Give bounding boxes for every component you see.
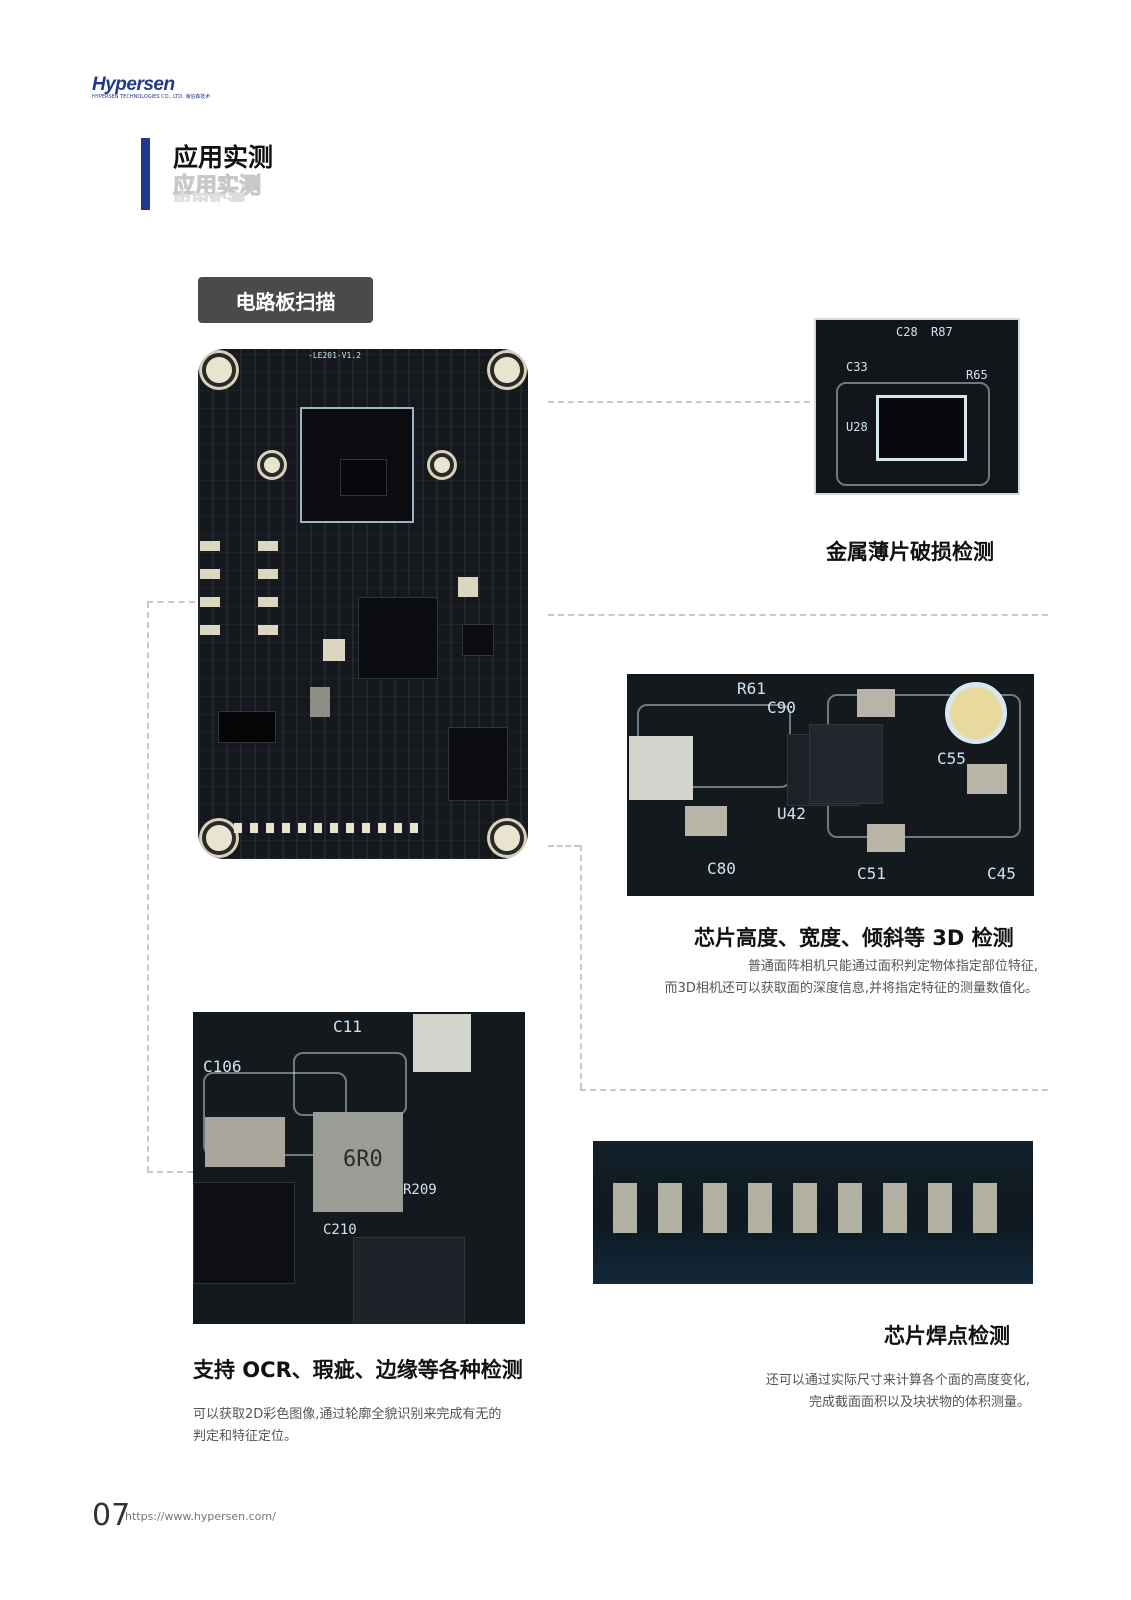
inductor xyxy=(310,687,330,717)
connector-line xyxy=(548,845,580,847)
capacitor xyxy=(967,764,1007,794)
capacitor xyxy=(867,824,905,852)
capacitor xyxy=(857,689,895,717)
page-number: 07 xyxy=(92,1498,131,1533)
feature-title-chip-3d: 芯片高度、宽度、倾斜等 3D 检测 xyxy=(694,926,1014,950)
circuit-board-scan-tag: 电路板扫描 xyxy=(198,277,373,323)
feature-description-solder-joint: 还可以通过实际尺寸来计算各个面的高度变化, 完成截面面积以及块状物的体积测量。 xyxy=(765,1373,1030,1410)
connector-line xyxy=(548,401,810,403)
component-block xyxy=(629,736,693,800)
pad xyxy=(200,569,220,579)
connector-line xyxy=(580,1089,1048,1091)
section-accent-bar xyxy=(141,138,150,210)
section-title-echo-faded: 应用实测 xyxy=(173,188,245,203)
pad xyxy=(200,597,220,607)
solder-joints xyxy=(613,1183,1013,1233)
inductor-6r0 xyxy=(313,1112,403,1212)
mount-hole xyxy=(260,453,284,477)
mount-hole xyxy=(430,453,454,477)
power-chip xyxy=(448,727,508,801)
section-title-echo: 应用实测 xyxy=(172,174,262,200)
pad xyxy=(258,597,278,607)
connector-line xyxy=(548,614,1048,616)
pad xyxy=(258,541,278,551)
main-processor-chip xyxy=(358,597,438,679)
pad xyxy=(200,541,220,551)
test-pad xyxy=(458,577,478,597)
section-title: 应用实测 xyxy=(173,143,274,172)
connector-line xyxy=(147,1171,193,1173)
brand-logo-subtitle: HYPERSEN TECHNOLOGIES CO., LTD. 海伯森技术 xyxy=(92,94,211,100)
connector-line xyxy=(147,602,149,1172)
test-pad xyxy=(323,639,345,661)
diode xyxy=(218,711,276,743)
connector-line xyxy=(580,845,582,1089)
feature-title-ocr: 支持 OCR、瑕疵、边缘等各种检测 xyxy=(193,1358,523,1382)
mount-hole xyxy=(490,353,524,387)
connector-line xyxy=(147,601,195,603)
mount-hole xyxy=(945,682,1007,744)
feature-title-solder-joint: 芯片焊点检测 xyxy=(884,1324,1010,1348)
pad xyxy=(258,625,278,635)
brand-logo: Hypersen xyxy=(92,74,175,95)
diode xyxy=(193,1182,295,1284)
sensor-chip xyxy=(876,395,967,461)
mount-hole xyxy=(202,353,236,387)
ic-chip xyxy=(353,1237,465,1324)
ic-chip xyxy=(809,724,883,804)
mount-hole xyxy=(490,821,524,855)
solder-joint-zoom-photo xyxy=(593,1141,1033,1284)
circuit-board-photo: -LE201-V1.2 xyxy=(198,349,528,859)
ocr-zoom-photo: C106 6R0 R209 C210 C11 xyxy=(193,1012,525,1324)
header-pins xyxy=(234,823,424,833)
website-link[interactable]: https://www.hypersen.com/ xyxy=(125,1510,276,1523)
feature-title-metal-sheet: 金属薄片破损检测 xyxy=(826,540,994,564)
capacitor xyxy=(685,806,727,836)
mount-hole xyxy=(202,821,236,855)
component-block xyxy=(413,1014,471,1072)
chip-3d-zoom-photo: R61 C90 C55 U42 C80 C51 C45 xyxy=(627,674,1034,896)
sensor-chip xyxy=(340,459,387,496)
dip-switch xyxy=(462,624,494,656)
pad xyxy=(200,625,220,635)
pad xyxy=(258,569,278,579)
capacitor xyxy=(205,1117,285,1167)
board-version-label: -LE201-V1.2 xyxy=(308,351,361,360)
metal-sheet-zoom-photo: C28 R87 R65 C33 U28 xyxy=(814,318,1020,495)
feature-description-chip-3d: 普通面阵相机只能通过面积判定物体指定部位特征, 而3D相机还可以获取面的深度信息… xyxy=(664,959,1038,996)
feature-description-ocr: 可以获取2D彩色图像,通过轮廓全貌识别来完成有无的 判定和特征定位。 xyxy=(193,1407,502,1444)
